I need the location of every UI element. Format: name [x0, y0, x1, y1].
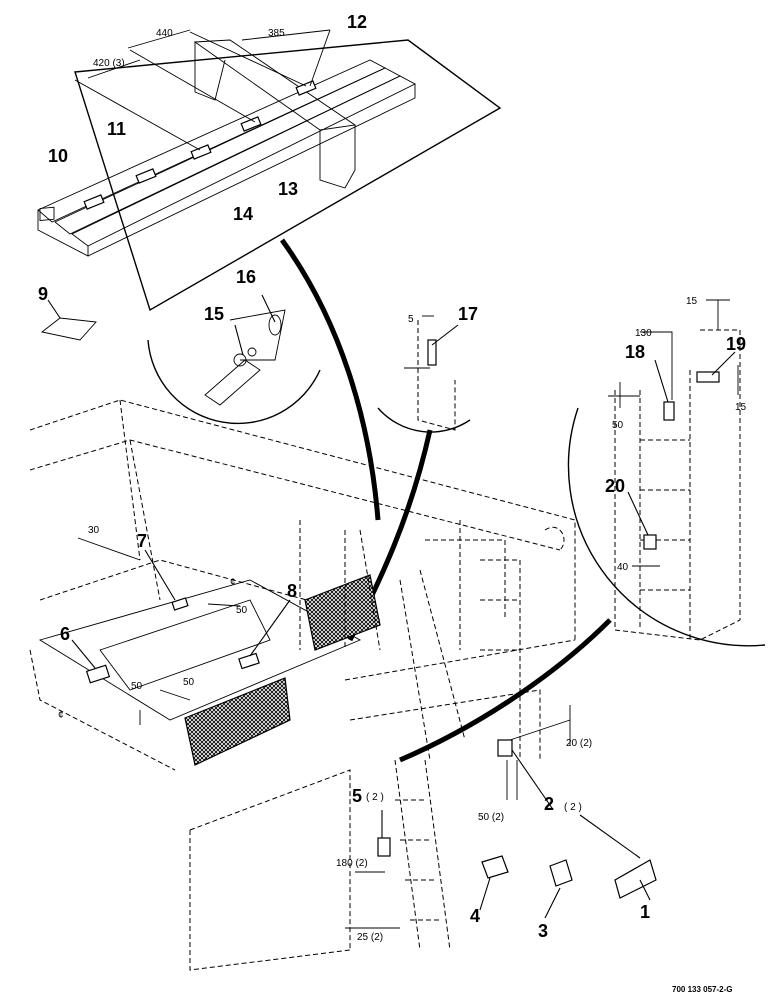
callout-4: 4 [470, 906, 480, 926]
rail-decal-11 [135, 168, 157, 184]
dimension-180: 180 (2) [336, 858, 368, 869]
dimension-30: 30 [88, 525, 100, 536]
centerline-symbol-lower: ¢ [58, 710, 64, 721]
main-machine [29, 399, 641, 971]
mesh-guard-upper [304, 574, 381, 651]
rail-decal-14 [190, 144, 212, 160]
callout-9: 9 [38, 284, 48, 304]
rail-decal-13 [240, 116, 262, 132]
dimension-385: 385 [268, 28, 285, 39]
decal-1-shape [614, 859, 657, 899]
callout-7: 7 [137, 531, 147, 551]
callout-5-qty: ( 2 ) [366, 792, 384, 803]
dimension-40: 40 [617, 562, 629, 573]
callout-5: 5 [352, 786, 362, 806]
decal-7-shape [171, 597, 189, 611]
callout-3: 3 [538, 921, 548, 941]
callout-19: 19 [726, 334, 746, 354]
dimension-15-side: 15 [735, 402, 747, 413]
item-17-inset [377, 315, 471, 433]
dimension-20: 20 (2) [566, 738, 592, 749]
inset-connector-curve-3 [399, 618, 612, 763]
dimension-5: 5 [408, 314, 414, 325]
decal-16-shape [268, 314, 282, 336]
callout-14: 14 [233, 204, 253, 224]
dimension-50-mid: 50 [236, 605, 248, 616]
callout-15: 15 [204, 304, 224, 324]
inset-connector-curve [279, 238, 381, 521]
decal-2-shape [497, 739, 513, 757]
decal-8-shape [238, 652, 260, 670]
callout-8: 8 [287, 581, 297, 601]
dimension-15-top: 15 [686, 296, 698, 307]
centerline-symbol-upper: ¢ [230, 577, 236, 588]
dimension-130: 130 [635, 328, 652, 339]
callout-2-qty: ( 2 ) [564, 802, 582, 813]
decal-19-shape [696, 371, 720, 383]
decal-20-shape [643, 534, 657, 550]
dimension-50-right: 50 [612, 420, 624, 431]
dimension-50-lower: 50 (2) [478, 812, 504, 823]
callout-12: 12 [347, 12, 367, 32]
callout-6: 6 [60, 624, 70, 644]
callout-2: 2 [544, 794, 554, 814]
decal-6-shape [85, 664, 111, 684]
top-inset-panel [37, 29, 502, 312]
dimension-50-left: 50 [131, 681, 143, 692]
mesh-guard-front [184, 677, 291, 766]
bracket-inset [147, 294, 321, 425]
callout-17: 17 [458, 304, 478, 324]
ladder-inset [567, 299, 766, 647]
callout-13: 13 [278, 179, 298, 199]
rail-decal-10 [83, 194, 105, 210]
dimension-50-deck: 50 [183, 677, 195, 688]
decal-17-shape [427, 339, 437, 366]
figure-code: 700 133 057-2-G [672, 985, 733, 994]
dimension-25: 25 (2) [357, 932, 383, 943]
callout-11: 11 [107, 119, 126, 139]
callout-1: 1 [640, 902, 650, 922]
callout-16: 16 [236, 267, 256, 287]
dimension-440: 440 [156, 28, 173, 39]
decal-3-shape [549, 859, 573, 887]
callout-20: 20 [605, 476, 625, 496]
decal-18-shape [663, 401, 675, 421]
callout-10: 10 [48, 146, 68, 166]
decal-9-bracket [40, 317, 97, 341]
callout-18: 18 [625, 342, 645, 362]
decal-5-shape [377, 837, 391, 857]
decal-4-shape [481, 855, 509, 879]
dimension-420: 420 (3) [93, 58, 125, 69]
